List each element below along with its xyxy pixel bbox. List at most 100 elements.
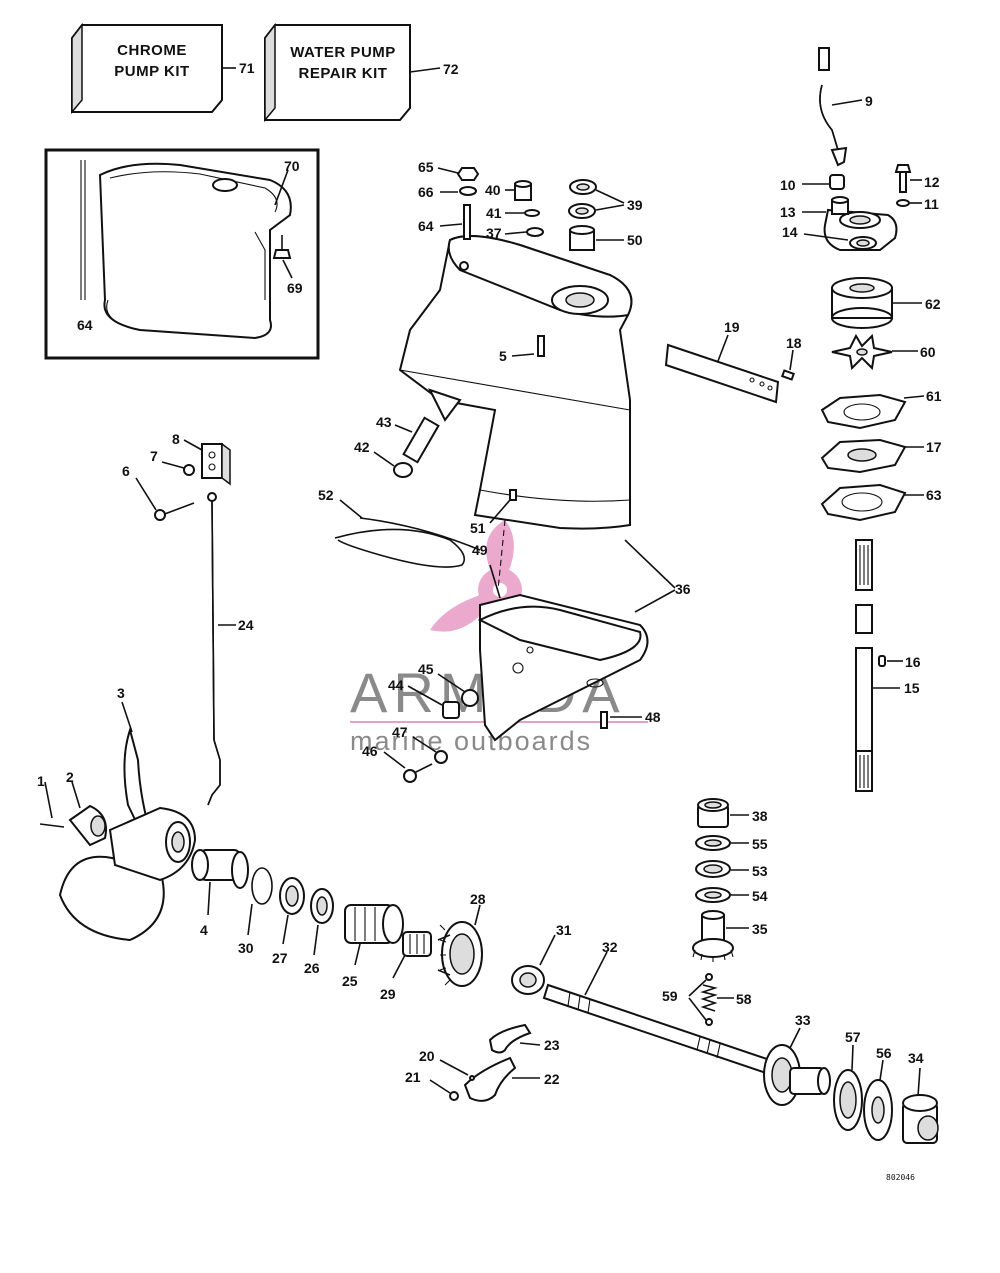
chrome-kit-line1: CHROME [117, 42, 187, 59]
spring-58: 58 [700, 984, 752, 1012]
part-number-22: 22 [544, 1071, 560, 1087]
screw-46: 46 [362, 743, 433, 783]
part-number-69: 69 [287, 280, 303, 296]
water-kit-line2: REPAIR KIT [299, 65, 388, 82]
part-number-25: 25 [342, 973, 358, 989]
part-number-43: 43 [376, 414, 392, 430]
plate-17: 17 [820, 438, 942, 474]
part-number-58: 58 [736, 991, 752, 1007]
washer-41: 41 [486, 205, 540, 221]
pinion-gear-35: 35 [692, 910, 768, 962]
screw-18: 18 [780, 335, 802, 381]
part-number-8: 8 [172, 431, 180, 447]
connector-8: 8 [172, 431, 231, 486]
part-number-40: 40 [485, 182, 501, 198]
part-number-56: 56 [876, 1045, 892, 1061]
part-number-2: 2 [66, 769, 74, 785]
pin-49: 49 [472, 542, 501, 599]
part-number-16: 16 [905, 654, 921, 670]
part-number-9: 9 [865, 93, 873, 109]
plate-19: 19 [664, 319, 780, 404]
part-number-51: 51 [470, 520, 486, 536]
part-number-21: 21 [405, 1069, 421, 1085]
plug-44: 44 [388, 677, 460, 719]
part-number-46: 46 [362, 743, 378, 759]
part-number-12: 12 [924, 174, 940, 190]
part-number-26: 26 [304, 960, 320, 976]
part-number-5: 5 [499, 348, 507, 364]
part-number-55: 55 [752, 836, 768, 852]
part-number-53: 53 [752, 863, 768, 879]
part-number-52: 52 [318, 487, 334, 503]
part-number-70: 70 [284, 158, 300, 174]
washer-54: 54 [695, 887, 768, 904]
shift-rod-24: 24 [207, 492, 254, 806]
driveshaft-housing [398, 235, 633, 530]
part-number-20: 20 [419, 1048, 435, 1064]
part-number-65: 65 [418, 159, 434, 175]
part-number-7: 7 [150, 448, 158, 464]
thrust-bearing-57: 57 [833, 1029, 863, 1131]
part-number-1: 1 [37, 773, 45, 789]
part-number-6: 6 [122, 463, 130, 479]
part-number-48: 48 [645, 709, 661, 725]
clip-51: 51 [470, 489, 517, 536]
part-number-30: 30 [238, 940, 254, 956]
part-number-29: 29 [380, 986, 396, 1002]
part-number-60: 60 [920, 344, 936, 360]
shifter-crank-22: 22 [463, 1056, 560, 1102]
screw-5: 5 [499, 335, 545, 364]
inset-housing-box: 70 69 64 [44, 148, 320, 360]
thrust-washer-56: 56 [863, 1045, 893, 1141]
impeller-60: 60 [831, 333, 936, 371]
part-number-64-inset: 64 [77, 317, 93, 333]
water-pump-repair-kit-box: WATER PUMP REPAIR KIT 72 [264, 22, 459, 123]
part-number-35: 35 [752, 921, 768, 937]
bearing-53: 53 [695, 860, 768, 879]
part-number-34: 34 [908, 1050, 924, 1066]
part-number-24: 24 [238, 617, 254, 633]
water-tube-9: 9 [818, 47, 873, 167]
chrome-kit-line2: PUMP KIT [114, 63, 189, 80]
plug-42: 42 [354, 439, 413, 478]
part-number-72: 72 [443, 61, 459, 77]
part-number-49: 49 [472, 542, 488, 558]
water-kit-line1: WATER PUMP [290, 44, 396, 61]
part-number-59: 59 [662, 988, 678, 1004]
part-number-19: 19 [724, 319, 740, 335]
drawing-code: 802046 [886, 1173, 915, 1182]
bearing-29: 29 [380, 931, 432, 1002]
bushing-27: 27 [272, 877, 305, 966]
part-number-57: 57 [845, 1029, 861, 1045]
propeller-3: 3 [58, 685, 197, 942]
part-number-28: 28 [470, 891, 486, 907]
part-number-37: 37 [486, 225, 502, 241]
part-number-4: 4 [200, 922, 208, 938]
seals-39: 39 [568, 179, 643, 219]
washer-11: 11 [896, 196, 939, 212]
o-ring-30: 30 [238, 867, 273, 956]
bearing-34: 34 [902, 1050, 939, 1144]
washer-45: 45 [418, 661, 479, 707]
part-number-44: 44 [388, 677, 404, 693]
part-number-71: 71 [239, 60, 255, 76]
screw-48: 48 [600, 709, 661, 729]
part-number-38: 38 [752, 808, 768, 824]
part-number-42: 42 [354, 439, 370, 455]
gasket-61: 61 [820, 388, 942, 430]
part-number-3: 3 [117, 685, 125, 701]
seal-cord-52: 52 [318, 487, 481, 568]
washer-47: 47 [392, 724, 448, 764]
inset-bolt [272, 235, 292, 259]
grommet-10: 10 [780, 174, 845, 193]
chrome-pump-kit-box: CHROME PUMP KIT 71 [71, 22, 255, 115]
part-number-27: 27 [272, 950, 288, 966]
part-number-64: 64 [418, 218, 434, 234]
bearing-38: 38 [697, 798, 768, 828]
part-number-50: 50 [627, 232, 643, 248]
part-number-10: 10 [780, 177, 796, 193]
washer-55: 55 [695, 835, 768, 852]
washer-66: 66 [418, 184, 477, 200]
stud-64: 64 [418, 204, 471, 240]
